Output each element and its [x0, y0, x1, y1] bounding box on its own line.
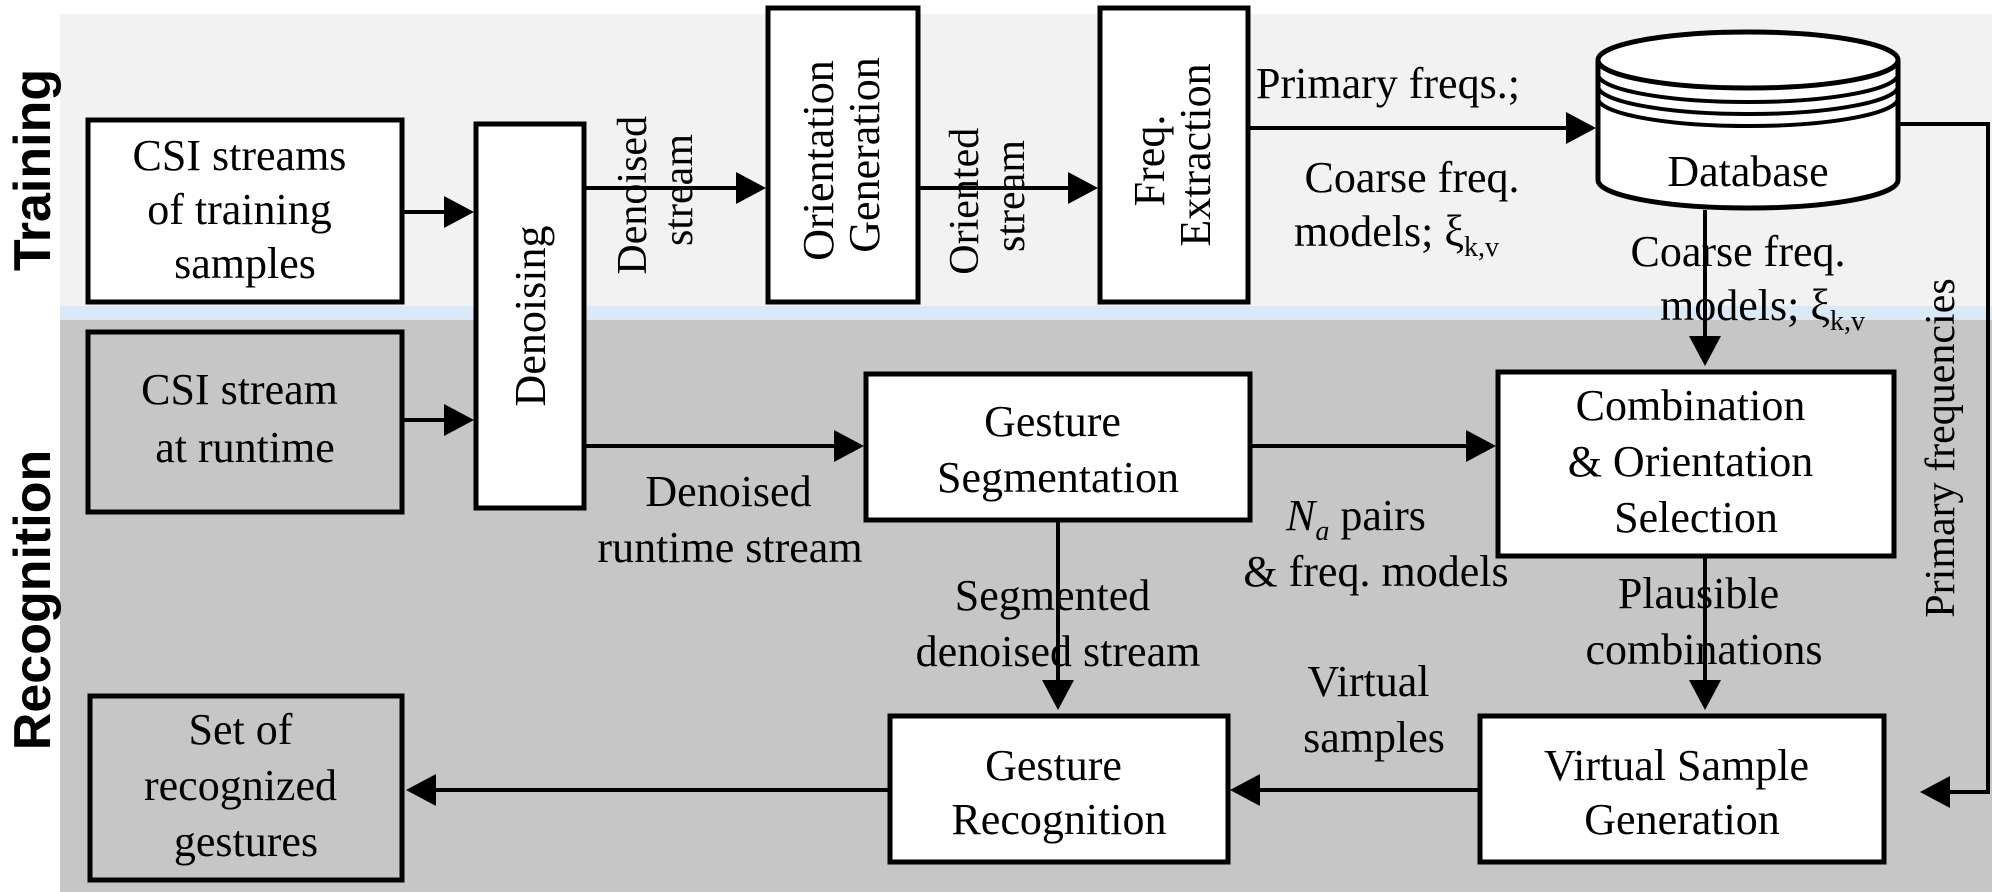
virtual-sample-line-1: Virtual Sample	[1544, 741, 1809, 790]
recognized-line-3: gestures	[174, 817, 318, 866]
recognized-gestures-box: Set of recognized gestures	[87, 693, 405, 883]
database-cylinder: Database	[1595, 29, 1901, 211]
segmented-stream-label: Segmented denoised stream	[916, 571, 1201, 676]
svg-text:Freq. Extraction: Freq. Extraction	[1125, 63, 1220, 246]
csi-training-line-2: of training	[147, 185, 332, 234]
combination-line-2: & Orientation	[1568, 437, 1814, 486]
svg-text:Orientation Generation: Orientation Generation	[794, 49, 889, 260]
orientation-line-2: Generation	[840, 57, 889, 252]
gesture-segmentation-box: Gesture Segmentation	[863, 371, 1253, 523]
coarse-models-bottom-xi: models; ξk,v	[1660, 281, 1865, 337]
recognition-line-2: Recognition	[951, 795, 1166, 844]
recognition-section-label: Recognition	[4, 450, 62, 750]
denoising-box: Denoising	[473, 121, 587, 511]
combination-selection-box: Combination & Orientation Selection	[1495, 369, 1897, 559]
csi-training-box: CSI streams of training samples	[85, 117, 405, 305]
csi-runtime-line-1: CSI stream	[141, 365, 338, 414]
virtual-samples-label: Virtual samples	[1303, 657, 1445, 762]
svg-text:Gesture Recognition: Gesture Recognition	[951, 741, 1166, 844]
training-section-label: Training	[4, 69, 62, 271]
recognition-line-1: Gesture	[985, 741, 1122, 790]
coarse-models-top-xi: models; ξk,v	[1294, 207, 1499, 263]
freq-models-label: & freq. models	[1243, 547, 1508, 596]
orientation-line-1: Orientation	[794, 60, 843, 260]
freq-extraction-box: Freq. Extraction	[1097, 5, 1251, 305]
csi-training-line-1: CSI streams	[133, 131, 347, 180]
database-label: Database	[1667, 147, 1828, 196]
svg-text:CSI streams of training: CSI streams of training samples	[133, 131, 358, 288]
csi-runtime-line-2: at runtime	[155, 423, 335, 472]
svg-text:Virtual Sample Generatio: Virtual Sample Generation	[1544, 741, 1820, 844]
combination-line-3: Selection	[1614, 493, 1778, 542]
svg-text:Gesture Segmentation: Gesture Segmentation	[937, 397, 1179, 502]
connectors	[404, 112, 1990, 808]
na-pairs-label: Na pairs	[1285, 491, 1426, 547]
recognized-line-1: Set of	[189, 705, 293, 754]
gesture-recognition-box: Gesture Recognition	[887, 713, 1231, 865]
plausible-combinations-label: Plausible combinations	[1585, 569, 1822, 674]
virtual-sample-generation-box: Virtual Sample Generation	[1477, 713, 1887, 865]
svg-text:Combination & Orientatio: Combination & Orientation Selection	[1568, 381, 1825, 542]
freq-extraction-line-1: Freq.	[1125, 115, 1174, 207]
freq-extraction-line-2: Extraction	[1171, 63, 1220, 246]
oriented-stream-label: Oriented stream	[942, 117, 1034, 274]
denoised-stream-label: Denoised stream	[610, 105, 702, 274]
recognized-line-2: recognized	[144, 761, 337, 810]
coarse-models-top-label: Coarse freq.	[1304, 153, 1519, 202]
denoising-label: Denoising	[506, 226, 555, 407]
primary-frequencies-label: Primary frequencies	[1918, 278, 1964, 617]
svg-text:Set of recognized: Set of recognized gestures	[144, 705, 348, 866]
combination-line-1: Combination	[1576, 381, 1806, 430]
virtual-sample-line-2: Generation	[1584, 795, 1779, 844]
orientation-generation-box: Orientation Generation	[765, 5, 921, 305]
csi-runtime-box: CSI stream at runtime	[85, 329, 405, 515]
csi-training-line-3: samples	[174, 239, 316, 288]
denoised-runtime-label: Denoised runtime stream	[597, 467, 862, 572]
svg-text:CSI stream at runtime: CSI stream at runtime	[141, 365, 349, 472]
primary-freqs-label: Primary freqs.;	[1256, 59, 1520, 108]
segmentation-line-2: Segmentation	[937, 453, 1179, 502]
segmentation-line-1: Gesture	[984, 397, 1121, 446]
coarse-models-bottom-label: Coarse freq.	[1630, 227, 1845, 276]
